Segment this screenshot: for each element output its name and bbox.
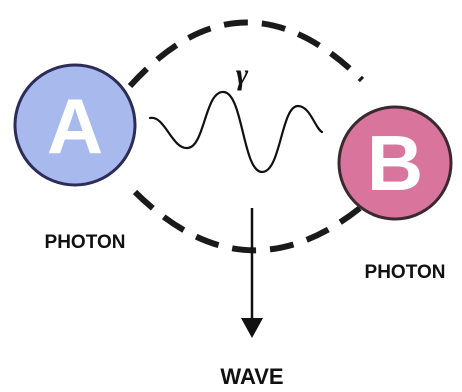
- photon-a-label: PHOTON: [45, 232, 126, 253]
- photon-b-circle: [337, 105, 453, 221]
- photon-a-letter: A: [47, 82, 103, 170]
- down-arrow-head: [241, 318, 263, 338]
- photon-b-letter: B: [367, 119, 423, 207]
- gamma-symbol: γ: [236, 58, 249, 91]
- photon-a-node: A: [13, 63, 137, 187]
- wave-label: WAVE: [220, 364, 283, 389]
- lower-dashed-arc: [132, 189, 362, 254]
- wave-squiggle: [148, 90, 324, 174]
- upper-dashed-arc: [127, 19, 365, 89]
- down-arrow: [241, 208, 263, 338]
- photon-a-circle: [13, 63, 137, 187]
- photon-b-label: PHOTON: [365, 262, 446, 283]
- photon-b-node: B: [337, 105, 453, 221]
